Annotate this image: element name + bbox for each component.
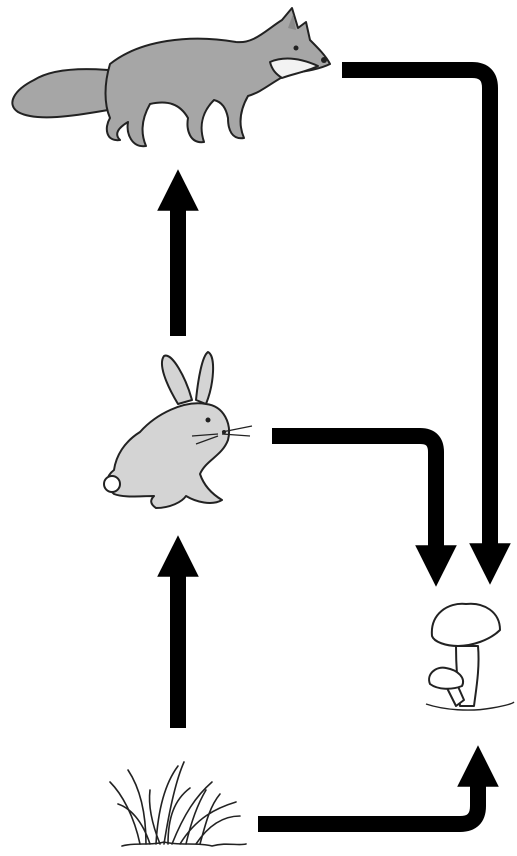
grass-icon [109, 761, 247, 847]
rabbit-icon [103, 351, 253, 509]
arrows [157, 62, 511, 832]
fox-icon [11, 7, 331, 148]
mushroom-icon [425, 602, 515, 711]
arrow-rabbit-to-mushrooms [272, 428, 457, 587]
arrow-grass-to-mushrooms [258, 745, 499, 832]
arrow-fox-to-mushrooms [342, 62, 511, 585]
